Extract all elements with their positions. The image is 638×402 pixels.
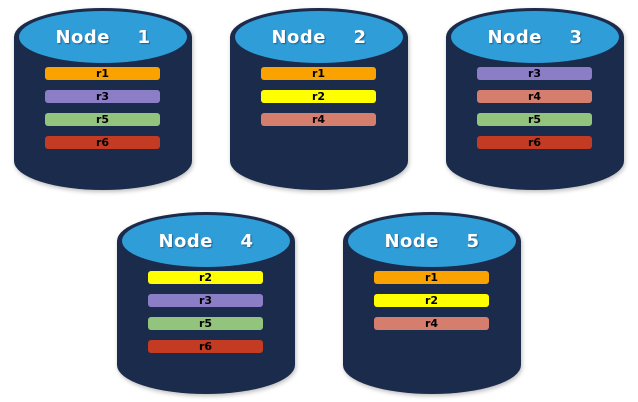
node-row-bottom: Node 4 r2 r3 r5 r6 Node 5 r1 r2 r4 (0, 212, 638, 394)
replica-bar-r4: r4 (477, 90, 592, 103)
replica-label: r6 (198, 340, 213, 353)
replica-bar-r4: r4 (261, 113, 376, 126)
replica-bar-r4: r4 (374, 317, 489, 330)
replica-bar-list: r1 r3 r5 r6 (45, 67, 160, 149)
replica-label: r1 (95, 67, 110, 80)
replica-bar-list: r1 r2 r4 (374, 271, 489, 330)
cylinder-top-face: Node 3 (451, 11, 619, 63)
replica-label: r2 (424, 294, 439, 307)
replica-label: r4 (527, 90, 542, 103)
replica-label: r2 (311, 90, 326, 103)
node-row-top: Node 1 r1 r3 r5 r6 Node 2 r1 r2 r4 Node 3 r3 r4 r5 r6 (0, 0, 638, 190)
replica-bar-r6: r6 (477, 136, 592, 149)
cylinder-top-face: Node 2 (235, 11, 403, 63)
replica-bar-r3: r3 (45, 90, 160, 103)
replica-bar-r1: r1 (261, 67, 376, 80)
database-node-cylinder: Node 5 r1 r2 r4 (343, 212, 521, 394)
replica-bar-r5: r5 (477, 113, 592, 126)
database-node-cylinder: Node 1 r1 r3 r5 r6 (14, 8, 192, 190)
replica-bar-r6: r6 (148, 340, 263, 353)
replica-label: r3 (198, 294, 213, 307)
node-title: Node 1 (55, 26, 151, 48)
replica-bar-list: r1 r2 r4 (261, 67, 376, 126)
replica-bar-list: r2 r3 r5 r6 (148, 271, 263, 353)
replica-bar-r2: r2 (261, 90, 376, 103)
replica-label: r4 (424, 317, 439, 330)
replica-label: r5 (198, 317, 213, 330)
replica-label: r6 (527, 136, 542, 149)
replica-bar-r3: r3 (477, 67, 592, 80)
replica-label: r6 (95, 136, 110, 149)
node-title: Node 3 (487, 26, 583, 48)
node-title: Node 2 (271, 26, 367, 48)
replica-bar-r1: r1 (45, 67, 160, 80)
replica-label: r5 (95, 113, 110, 126)
replica-bar-r3: r3 (148, 294, 263, 307)
replica-bar-r6: r6 (45, 136, 160, 149)
replica-bar-list: r3 r4 r5 r6 (477, 67, 592, 149)
replica-bar-r1: r1 (374, 271, 489, 284)
replica-bar-r5: r5 (45, 113, 160, 126)
replica-label: r3 (527, 67, 542, 80)
replica-label: r5 (527, 113, 542, 126)
replica-bar-r2: r2 (148, 271, 263, 284)
node-title: Node 4 (158, 230, 254, 252)
database-node-cylinder: Node 2 r1 r2 r4 (230, 8, 408, 190)
node-title: Node 5 (384, 230, 480, 252)
replica-label: r1 (424, 271, 439, 284)
cylinder-bottom (343, 336, 521, 394)
database-node-cylinder: Node 3 r3 r4 r5 r6 (446, 8, 624, 190)
replica-bar-r5: r5 (148, 317, 263, 330)
cylinder-top-face: Node 1 (19, 11, 187, 63)
replica-label: r1 (311, 67, 326, 80)
replica-label: r2 (198, 271, 213, 284)
cylinder-top-face: Node 4 (122, 215, 290, 267)
cylinder-top-face: Node 5 (348, 215, 516, 267)
replica-label: r3 (95, 90, 110, 103)
cylinder-bottom (230, 132, 408, 190)
replica-label: r4 (311, 113, 326, 126)
replica-bar-r2: r2 (374, 294, 489, 307)
database-node-cylinder: Node 4 r2 r3 r5 r6 (117, 212, 295, 394)
